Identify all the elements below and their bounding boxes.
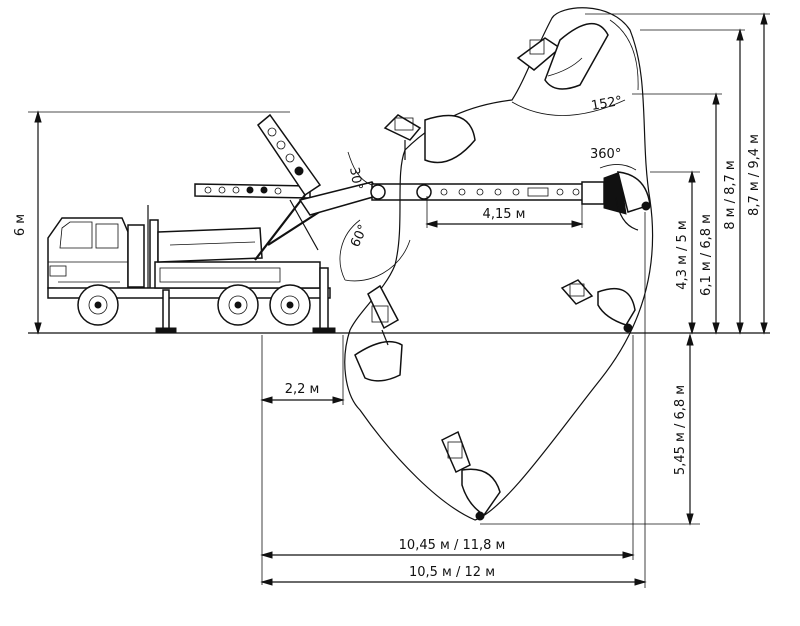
depth-dimension: 5,45 м / 6,8 м	[480, 333, 700, 526]
cab-side-window	[95, 223, 119, 249]
outrigger-front	[155, 289, 177, 334]
rear-wheel-2	[269, 284, 311, 326]
height-a-dimension: 4,3 м / 5 м	[650, 170, 700, 335]
telescopic-boom	[298, 171, 651, 231]
height-d-label: 8,7 м / 9,4 м	[747, 134, 762, 216]
stowed-boom	[194, 183, 311, 199]
boom-extension-label: 4,15 м	[483, 207, 526, 222]
truck	[47, 113, 336, 334]
rotation-indicator: 360°	[590, 147, 637, 171]
angle-60-label: 60°	[348, 222, 371, 249]
working-envelope	[344, 7, 654, 521]
angle-30-label: 30°	[346, 166, 365, 191]
rear-wheel-1	[217, 284, 259, 326]
reach-horizontal-b-dimension: 10,5 м / 12 м	[260, 212, 647, 588]
raised-boom	[257, 113, 322, 197]
bucket-position-lower-left	[354, 284, 403, 382]
reach-horizontal-a-label: 10,45 м / 11,8 м	[399, 538, 506, 553]
height-6m-dimension: 6 м	[13, 110, 290, 335]
outrigger-rear	[312, 267, 336, 334]
reach-near-dimension: 2,2 м	[260, 335, 345, 585]
height-d-dimension: 8,7 м / 9,4 м	[585, 12, 770, 335]
angle-152-label: 152°	[590, 94, 623, 114]
reach-near-label: 2,2 м	[285, 382, 320, 397]
depth-label: 5,45 м / 6,8 м	[673, 385, 688, 475]
height-b-label: 6,1 м / 6,8 м	[699, 214, 714, 296]
angle-360-label: 360°	[590, 147, 621, 162]
bucket-position-bottom	[441, 430, 501, 521]
reach-horizontal-b-label: 10,5 м / 12 м	[409, 565, 495, 580]
height-6m-label: 6 м	[13, 214, 28, 236]
truck-cab	[47, 217, 129, 291]
engine-housing	[127, 224, 145, 288]
cab-window	[59, 221, 93, 249]
bucket-position-top	[516, 22, 609, 90]
height-c-dimension: 8 м / 8,7 м	[640, 28, 745, 335]
bucket-position-upper-mid	[383, 114, 476, 164]
front-wheel	[77, 284, 119, 326]
height-b-dimension: 6,1 м / 6,8 м	[632, 92, 722, 335]
bucket-position-right	[560, 279, 636, 333]
boom-extension-dimension: 4,15 м	[425, 196, 584, 228]
hydraulic-tank	[157, 227, 263, 263]
turntable-base	[154, 261, 321, 289]
height-c-label: 8 м / 8,7 м	[723, 160, 738, 229]
boom-extension	[371, 183, 605, 201]
height-a-label: 4,3 м / 5 м	[675, 220, 690, 289]
reach-horizontal-a-dimension: 10,45 м / 11,8 м	[260, 335, 635, 560]
